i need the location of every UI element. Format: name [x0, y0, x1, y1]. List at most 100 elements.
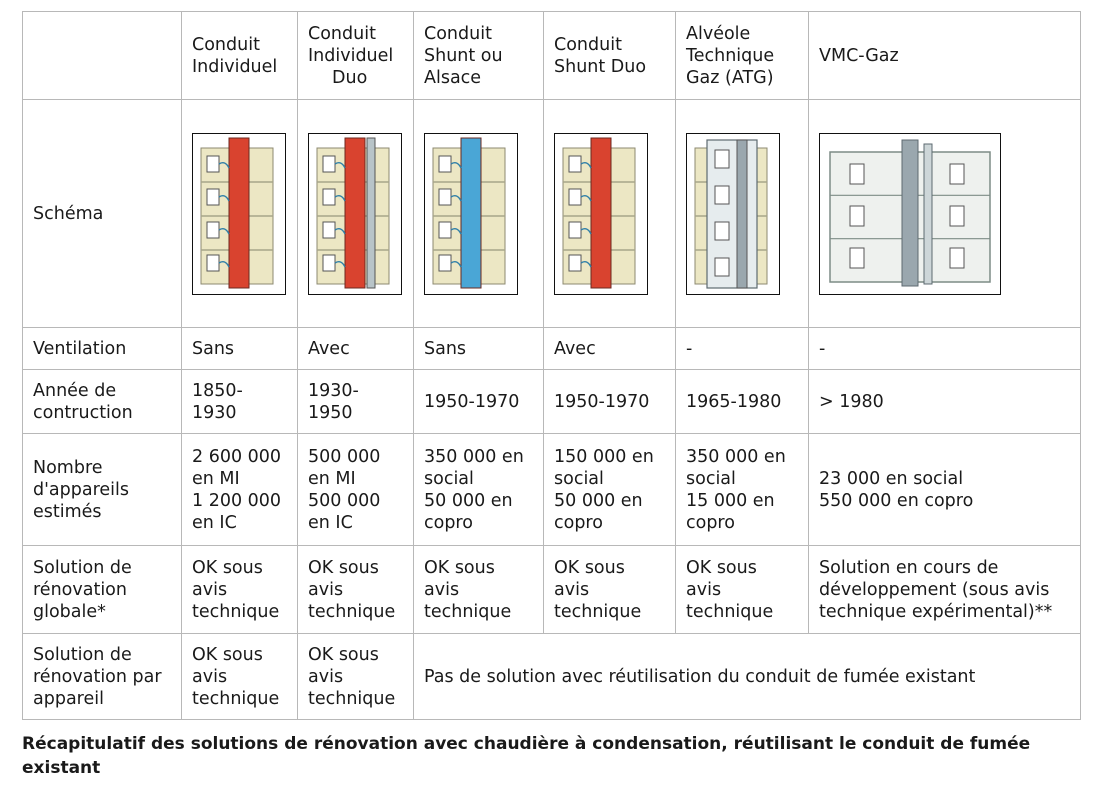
- column-header-line: Alvéole: [686, 23, 751, 44]
- table-cell-line: 1965-1980: [686, 391, 782, 412]
- conduit-individuel-diagram: [192, 132, 286, 295]
- column-header-line: Conduit: [308, 23, 376, 44]
- conduit-shunt-duo-diagram: [554, 132, 648, 295]
- table-cell-line: 1950: [308, 402, 353, 423]
- corner-cell: [22, 11, 182, 100]
- merged-cell: Pas de solution avec réutilisation du co…: [413, 633, 1081, 720]
- table-cell-line: technique: [192, 688, 280, 709]
- table-cell-line: 550 000 en copro: [819, 490, 974, 511]
- table-cell-line: 350 000 en: [686, 446, 786, 467]
- row-label-line: Nombre: [33, 457, 103, 478]
- column-header-line: Individuel: [192, 56, 278, 77]
- column-header-line: Shunt Duo: [554, 56, 647, 77]
- column-header-line: Duo: [332, 67, 368, 88]
- table-cell: Avec: [543, 327, 676, 370]
- table-cell: > 1980: [808, 369, 1081, 434]
- column-header-line: Conduit: [424, 23, 492, 44]
- table-cell: Avec: [297, 327, 414, 370]
- vmc-gaz-diagram: [819, 132, 1001, 295]
- table-cell: 1850-1930: [181, 369, 298, 434]
- table-cell-line: 15 000 en: [686, 490, 775, 511]
- table-cell-line: OK sous: [192, 557, 263, 578]
- table-cell-line: OK sous: [192, 644, 263, 665]
- column-header: VMC-Gaz: [808, 11, 1081, 100]
- table-cell-line: 500 000: [308, 446, 381, 467]
- table-cell-line: technique: [686, 601, 774, 622]
- table-cell-line: 50 000 en: [554, 490, 643, 511]
- table-cell-line: 1850-: [192, 380, 243, 401]
- table-cell: Sans: [413, 327, 544, 370]
- table-cell-line: Solution en cours de: [819, 557, 999, 578]
- row-label-line: appareil: [33, 688, 104, 709]
- table-cell-line: 50 000 en: [424, 490, 513, 511]
- row-label-line: Année de: [33, 380, 117, 401]
- schema-cell: [675, 99, 809, 328]
- table-cell-line: social: [554, 468, 604, 489]
- row-label: Schéma: [22, 99, 182, 328]
- row-label-line: rénovation: [33, 579, 127, 600]
- row-label-line: Ventilation: [33, 338, 127, 359]
- table-cell-line: copro: [554, 512, 603, 533]
- table-cell-line: avis: [308, 579, 344, 600]
- table-cell-line: en MI: [192, 468, 240, 489]
- column-header-line: Gaz (ATG): [686, 67, 774, 88]
- table-cell-line: OK sous: [554, 557, 625, 578]
- column-header-line: Alsace: [424, 67, 482, 88]
- table-cell-line: copro: [424, 512, 473, 533]
- conduit-individuel-duo-diagram: [308, 132, 402, 295]
- table-cell-line: 1930-: [308, 380, 359, 401]
- table-cell-line: avis: [424, 579, 460, 600]
- row-label-line: contruction: [33, 402, 133, 423]
- column-header-line: Technique: [686, 45, 775, 66]
- conduit-shunt-alsace-diagram: [424, 132, 518, 295]
- row-label-line: Solution de: [33, 644, 132, 665]
- row-label-line: estimés: [33, 501, 102, 522]
- table-cell-line: 1930: [192, 402, 237, 423]
- table-cell: -: [808, 327, 1081, 370]
- table-cell: -: [675, 327, 809, 370]
- table-cell-line: OK sous: [424, 557, 495, 578]
- table-cell-line: avis: [192, 666, 228, 687]
- table-cell-line: avis: [192, 579, 228, 600]
- table-cell-line: -: [686, 338, 693, 359]
- table-cell-line: développement (sous avis: [819, 579, 1050, 600]
- table-cell-line: social: [686, 468, 736, 489]
- table-cell: Sans: [181, 327, 298, 370]
- table-cell-line: 350 000 en: [424, 446, 524, 467]
- column-header-line: Conduit: [192, 34, 260, 55]
- table-cell-line: -: [819, 338, 826, 359]
- table-cell-line: > 1980: [819, 391, 884, 412]
- table-cell-line: technique: [424, 601, 512, 622]
- row-label-line: globale*: [33, 601, 106, 622]
- table-cell-line: Avec: [554, 338, 596, 359]
- table-cell: 1950-1970: [413, 369, 544, 434]
- column-header-line: Individuel: [308, 45, 394, 66]
- row-label-line: Solution de: [33, 557, 132, 578]
- table-cell: 1950-1970: [543, 369, 676, 434]
- table-cell-line: technique: [192, 601, 280, 622]
- table-cell-line: technique: [554, 601, 642, 622]
- schema-cell: [413, 99, 544, 328]
- column-header-line: VMC-Gaz: [819, 45, 899, 66]
- schema-cell: [543, 99, 676, 328]
- table-cell-line: avis: [686, 579, 722, 600]
